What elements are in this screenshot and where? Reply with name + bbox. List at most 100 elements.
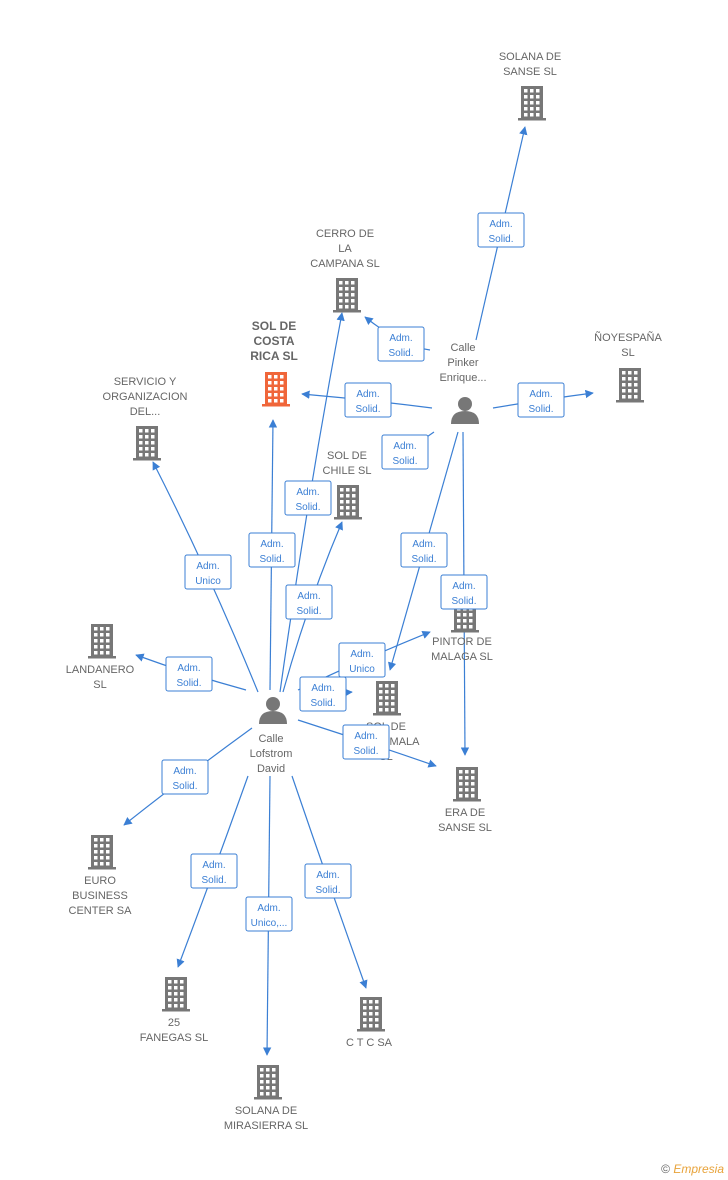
edge-label-text: Solid. — [172, 781, 197, 792]
edge-label-text: Adm. — [412, 539, 435, 550]
building-icon — [333, 278, 361, 313]
edge-label-frame — [344, 382, 392, 418]
node-label: SERVICIO Y — [114, 376, 177, 388]
edge-label-text: Adm. — [260, 539, 283, 550]
edge-label-text: Adm. — [316, 870, 339, 881]
node-label: SANSE SL — [438, 822, 492, 834]
edge-label-text: Solid. — [201, 875, 226, 886]
edge-label-box[interactable]: Adm. Solid. — [381, 434, 429, 470]
edge-label-text: Adm. — [173, 766, 196, 777]
edge-label-text: Adm. — [297, 591, 320, 602]
edge-label-box[interactable]: Adm.Solid. — [248, 532, 296, 568]
node-servicio_org[interactable]: SERVICIO YORGANIZACIONDEL... — [103, 376, 188, 461]
edge-label-text: Adm. — [202, 860, 225, 871]
edge-label-text: Solid. — [353, 746, 378, 757]
edge-label-frame — [381, 434, 429, 470]
edge-label-frame — [284, 480, 332, 516]
edge-label-text: Solid. — [295, 502, 320, 513]
edge-label-box[interactable]: Adm. Solid. — [190, 853, 238, 889]
edge-label-frame — [299, 676, 347, 712]
node-label: Calle — [450, 342, 475, 354]
edge-label-frame — [338, 642, 386, 678]
edge-label-text: Solid. — [310, 698, 335, 709]
edge-label-text: Adm. — [177, 663, 200, 674]
node-label: CENTER SA — [69, 905, 133, 917]
edge-label-box[interactable]: Adm.Unico,... — [245, 896, 293, 932]
edge-label-box[interactable]: Adm.Solid. — [517, 382, 565, 418]
node-label: MALAGA SL — [431, 651, 493, 663]
edge-label-text: Solid. — [388, 348, 413, 359]
edge-label-text: Adm. — [257, 903, 280, 914]
edge-label-text: Unico — [349, 664, 375, 675]
person-icon — [259, 697, 287, 724]
edge-label-box[interactable]: Adm.Solid. — [284, 480, 332, 516]
edge-label-box[interactable]: Adm.Solid. — [342, 724, 390, 760]
node-label: BUSINESS — [72, 890, 128, 902]
node-label: SOL DE — [252, 319, 296, 333]
node-label: SL — [93, 679, 106, 691]
edge-label-text: Solid. — [488, 234, 513, 245]
node-label: PINTOR DE — [432, 636, 492, 648]
edge-label-text: Solid. — [176, 678, 201, 689]
edge-labels-layer: Adm. Solid. Adm. Solid. Adm. Solid. Adm. Solid.… — [161, 212, 565, 932]
edge-label-frame — [440, 574, 488, 610]
edge-label-box[interactable]: Adm. Solid. — [285, 584, 333, 620]
node-noyespana[interactable]: ÑOYESPAÑA SL — [594, 331, 662, 403]
edge-label-text: Adm. — [393, 441, 416, 452]
building-icon — [334, 485, 362, 520]
node-label: Pinker — [447, 357, 479, 369]
edge-label-box[interactable]: Adm. Solid. — [161, 759, 209, 795]
edge-label-box[interactable]: Adm. Solid. — [377, 326, 425, 362]
building-icon — [453, 767, 481, 802]
person-icon — [451, 397, 479, 424]
edge-label-text: Solid. — [451, 596, 476, 607]
edge-label-text: Solid. — [296, 606, 321, 617]
building-icon — [133, 426, 161, 461]
edge-label-box[interactable]: Adm. Solid. — [440, 574, 488, 610]
edge-label-box[interactable]: Adm. Solid. — [165, 656, 213, 692]
edge-label-text: Solid. — [411, 554, 436, 565]
node-label: CAMPANA SL — [310, 258, 380, 270]
node-label: SL — [621, 347, 634, 359]
edge-label-frame — [184, 554, 232, 590]
edge-label-box[interactable]: Adm. Solid. — [400, 532, 448, 568]
building-icon — [88, 624, 116, 659]
edge-label-text: Solid. — [392, 456, 417, 467]
edge-label-text: Adm. — [389, 333, 412, 344]
edge-label-frame — [165, 656, 213, 692]
edge-label-box[interactable]: Adm.Solid. — [304, 863, 352, 899]
building-icon — [254, 1065, 282, 1100]
edge-label-text: Adm. — [196, 561, 219, 572]
edge-label-frame — [342, 724, 390, 760]
edge-label-text: Adm. — [452, 581, 475, 592]
node-cerro_campana[interactable]: CERRO DE LA CAMPANA SL — [310, 228, 380, 313]
node-label: David — [257, 763, 285, 775]
node-ctc[interactable]: C T C SA — [346, 997, 393, 1049]
edge-label-box[interactable]: Adm.Unico — [184, 554, 232, 590]
node-label: ÑOYESPAÑA — [594, 331, 662, 344]
edge-label-box[interactable]: Adm.Solid. — [344, 382, 392, 418]
edge-label-box[interactable]: Adm.Solid. — [299, 676, 347, 712]
edge-label-box[interactable]: Adm.Unico — [338, 642, 386, 678]
edge-label-box[interactable]: Adm.Solid. — [477, 212, 525, 248]
node-pinker[interactable]: CallePinkerEnrique... — [439, 342, 487, 424]
node-label: ORGANIZACION — [103, 391, 188, 403]
node-label: LA — [338, 243, 352, 255]
building-icon — [262, 372, 290, 407]
node-label: RICA SL — [250, 349, 298, 363]
node-label: CERRO DE — [316, 228, 374, 240]
node-label: COSTA — [253, 334, 294, 348]
node-label: CHILE SL — [323, 465, 372, 477]
node-label: C T C SA — [346, 1037, 393, 1049]
